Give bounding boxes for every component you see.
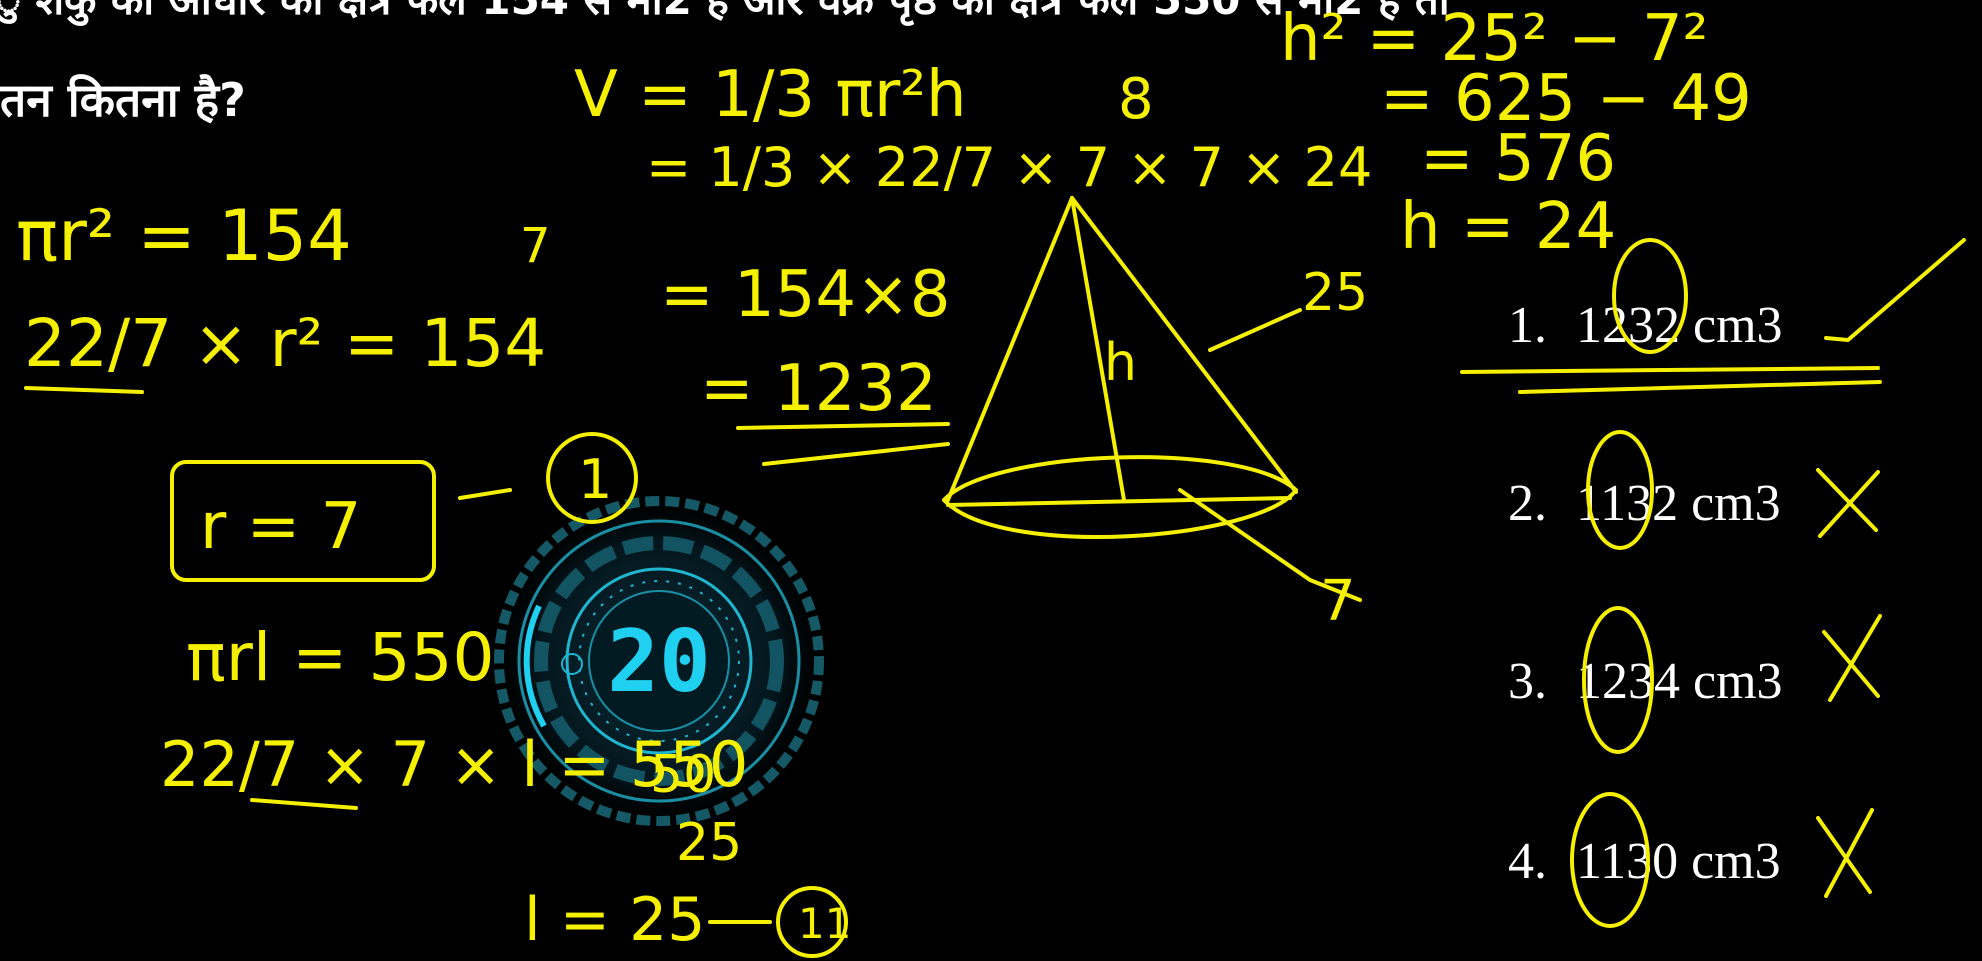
hw-r-label: 7 [1320, 569, 1356, 634]
option-number: 1. [1508, 297, 1547, 354]
hw-l-val: l = 25 [524, 885, 705, 955]
option-2[interactable]: 2. 1132 cm3 [1508, 474, 1781, 533]
option-number: 4. [1508, 833, 1547, 890]
hw-circle-11: 11 [798, 899, 851, 948]
hw-h-sub: = 625 − 49 [1380, 62, 1752, 136]
hw-eight: 8 [1118, 67, 1154, 132]
hw-pir2: πr² = 154 [16, 195, 352, 277]
question-line-1: ु शंकु का आधार का क्षेत्र फल 154 से मी2 … [0, 0, 1450, 27]
hw-volume-sub: = 1/3 × 22/7 × 7 × 7 × 24 [646, 136, 1372, 199]
option-3[interactable]: 3. 1234 cm3 [1508, 652, 1783, 711]
option-label: 1234 cm3 [1576, 653, 1783, 710]
hw-r-box: r = 7 [200, 490, 361, 564]
hw-h-576: = 576 [1420, 122, 1616, 196]
check-mark [1824, 238, 1966, 342]
hw-154x8: = 154×8 [660, 258, 950, 332]
cone-diagram [942, 196, 1362, 602]
hw-seven: 7 [520, 218, 551, 274]
hw-result: = 1232 [700, 352, 937, 426]
cross-mark [1822, 614, 1882, 702]
hw-circle-1: 1 [578, 448, 612, 511]
option-4[interactable]: 4. 1130 cm3 [1508, 832, 1781, 891]
hw-volume-formula: V = 1/3 πr²h [574, 58, 967, 132]
option-number: 2. [1508, 475, 1547, 532]
hw-pir2-sub: 22/7 × r² = 154 [24, 305, 546, 382]
hw-twentyfive: 25 [676, 813, 742, 873]
option-label: 1132 cm3 [1576, 475, 1781, 532]
hw-h-label: h [1104, 333, 1137, 393]
question-line-2: तन कितना है? [0, 73, 246, 127]
timer-value: 20 [607, 612, 711, 712]
cross-mark [1816, 468, 1880, 538]
hw-fifty: 50 [650, 745, 716, 805]
hw-pirl-sub: 22/7 × 7 × l = 550 [160, 728, 748, 801]
hw-slant-label: 25 [1302, 263, 1368, 323]
option-number: 3. [1508, 653, 1547, 710]
hw-h-val: h = 24 [1400, 190, 1616, 264]
countdown-timer: 20 [489, 491, 829, 831]
hw-pirl: πrl = 550 [186, 619, 494, 696]
hw-h-sq: h² = 25² − 7² [1280, 2, 1708, 76]
option-label: 1130 cm3 [1576, 833, 1781, 890]
cross-mark [1816, 808, 1874, 898]
